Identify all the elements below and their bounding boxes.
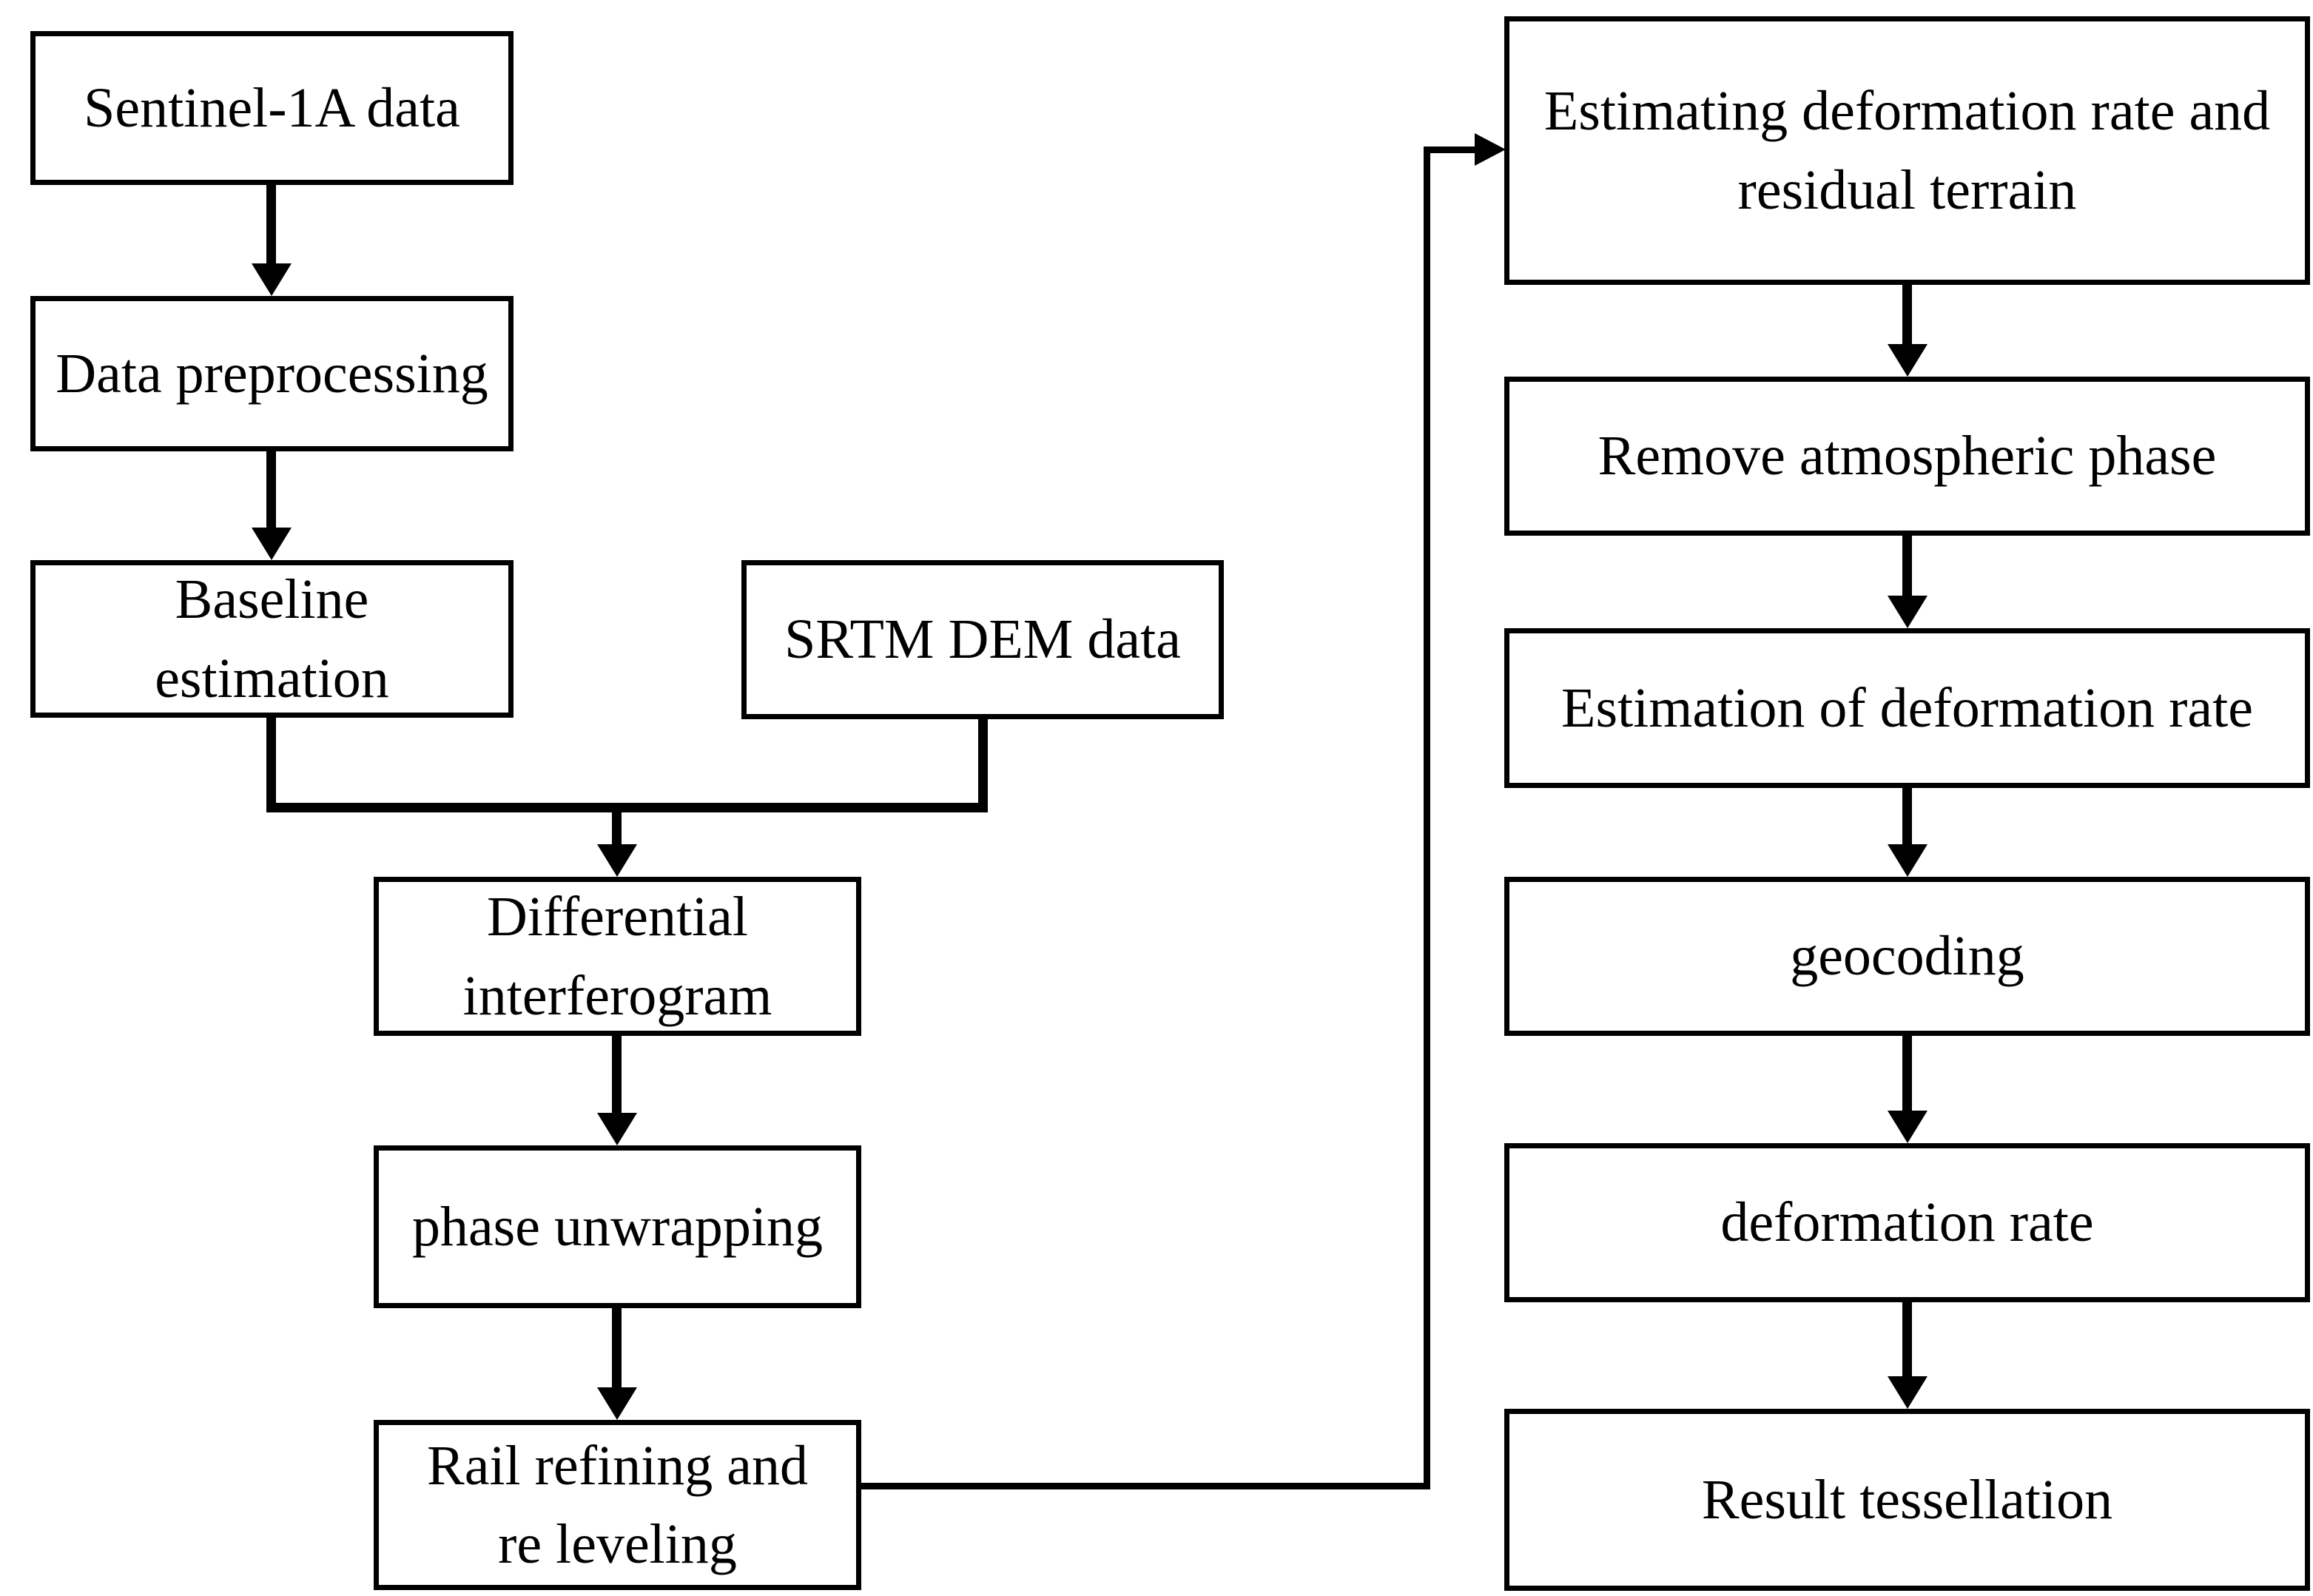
arrow-sentinel-to-preprocessing (266, 185, 276, 263)
arrow-unwrapping-to-rail (612, 1308, 622, 1387)
node-result-tessellation: Result tessellation (1504, 1409, 2310, 1591)
connector-merge-horizontal (266, 803, 988, 812)
arrowhead-down-icon (252, 263, 292, 296)
node-rail-refining-releveling: Rail refining and re leveling (374, 1420, 861, 1590)
arrowhead-down-icon (1888, 844, 1928, 877)
node-geocoding: geocoding (1504, 877, 2310, 1036)
arrowhead-down-icon (597, 1113, 637, 1145)
node-srtm-dem-data: SRTM DEM data (741, 560, 1224, 719)
connector-estimating-entry-horizontal (1424, 147, 1475, 153)
node-differential-interferogram: Differential interferogram (374, 877, 861, 1036)
arrow-preprocessing-to-baseline (266, 451, 276, 528)
arrow-estimating-to-remove (1902, 285, 1912, 344)
node-estimating-deformation-residual-terrain: Estimating deformation rate and residual… (1504, 16, 2310, 285)
arrowhead-down-icon (597, 844, 637, 877)
arrow-geocoding-to-deformation (1902, 1036, 1912, 1111)
arrowhead-down-icon (1888, 1111, 1928, 1143)
connector-rail-exit-horizontal (861, 1483, 1430, 1489)
node-baseline-estimation: Baseline estimation (30, 560, 514, 718)
arrow-estimation-to-geocoding (1902, 788, 1912, 844)
arrowhead-down-icon (1888, 344, 1928, 377)
connector-baseline-drop (266, 718, 276, 808)
arrowhead-down-icon (597, 1387, 637, 1420)
arrow-merge-to-differential (612, 803, 622, 844)
arrow-remove-to-estimation (1902, 536, 1912, 596)
node-phase-unwrapping: phase unwrapping (374, 1145, 861, 1308)
arrowhead-down-icon (252, 528, 292, 560)
node-deformation-rate: deformation rate (1504, 1143, 2310, 1302)
arrowhead-right-icon (1475, 133, 1506, 166)
node-sentinel-1a-data: Sentinel-1A data (30, 31, 514, 185)
arrowhead-down-icon (1888, 1376, 1928, 1409)
arrow-deformation-to-result (1902, 1302, 1912, 1376)
connector-srtm-drop (978, 719, 988, 808)
node-data-preprocessing: Data preprocessing (30, 296, 514, 451)
arrow-differential-to-unwrapping (612, 1036, 622, 1113)
node-remove-atmospheric-phase: Remove atmospheric phase (1504, 377, 2310, 536)
node-estimation-of-deformation-rate: Estimation of deformation rate (1504, 628, 2310, 788)
arrowhead-down-icon (1888, 596, 1928, 628)
connector-rail-to-estimating-vertical (1424, 147, 1430, 1489)
